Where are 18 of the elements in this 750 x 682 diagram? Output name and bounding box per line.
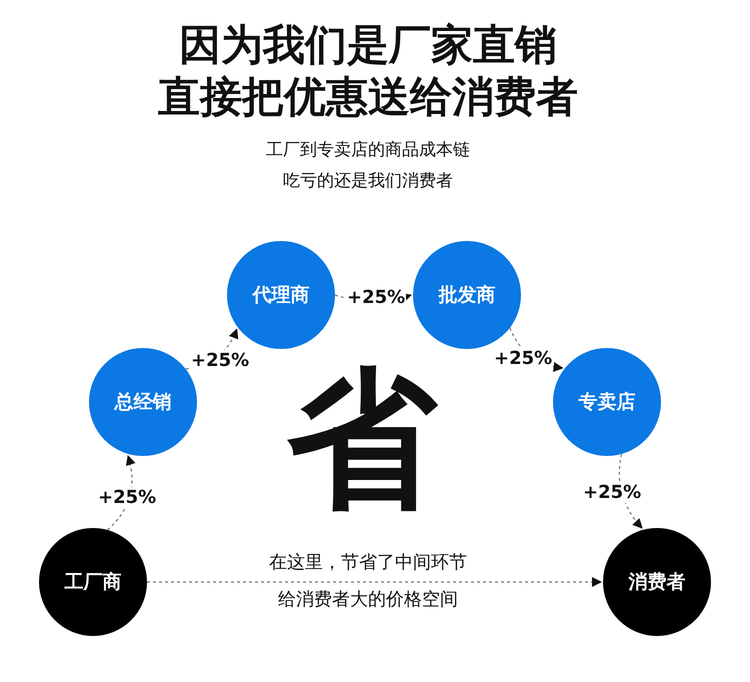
subheading: 吃亏的还是我们消费者 <box>283 172 453 190</box>
node-label: 工厂商 <box>64 570 122 595</box>
arrow <box>146 577 602 587</box>
node-label: 专卖店 <box>578 390 636 415</box>
edge-label: +25% <box>97 486 158 508</box>
node-label: 总经销 <box>114 390 172 415</box>
note-text: 在这里，节省了中间环节 <box>269 553 467 573</box>
heading: 因为我们是厂家直销 <box>179 22 557 68</box>
big-character: 省 <box>287 358 437 522</box>
edge-label: +25% <box>493 348 554 368</box>
note-text: 给消费者大的价格空间 <box>278 590 458 610</box>
edge-label: +25% <box>190 350 250 370</box>
node-label: 代理商 <box>252 283 310 308</box>
heading: 直接把优惠送给消费者 <box>158 74 578 120</box>
node-label: 消费者 <box>628 570 686 595</box>
edge-label: +25% <box>582 482 642 502</box>
subheading: 工厂到专卖店的商品成本链 <box>266 140 470 160</box>
node-label: 批发商 <box>438 283 496 308</box>
